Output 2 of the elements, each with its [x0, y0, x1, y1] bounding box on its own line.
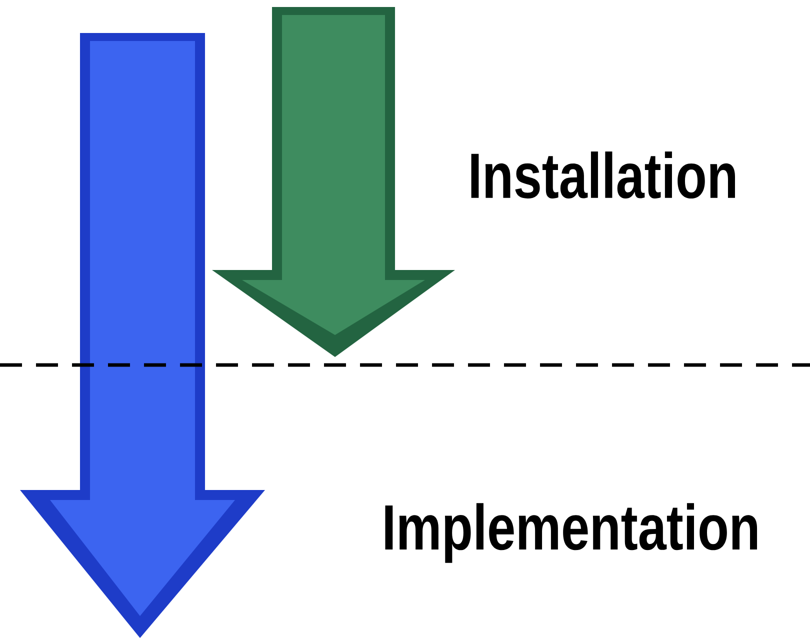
step-label: Installation: [471, 152, 735, 198]
step-label: Implementation: [385, 503, 758, 563]
